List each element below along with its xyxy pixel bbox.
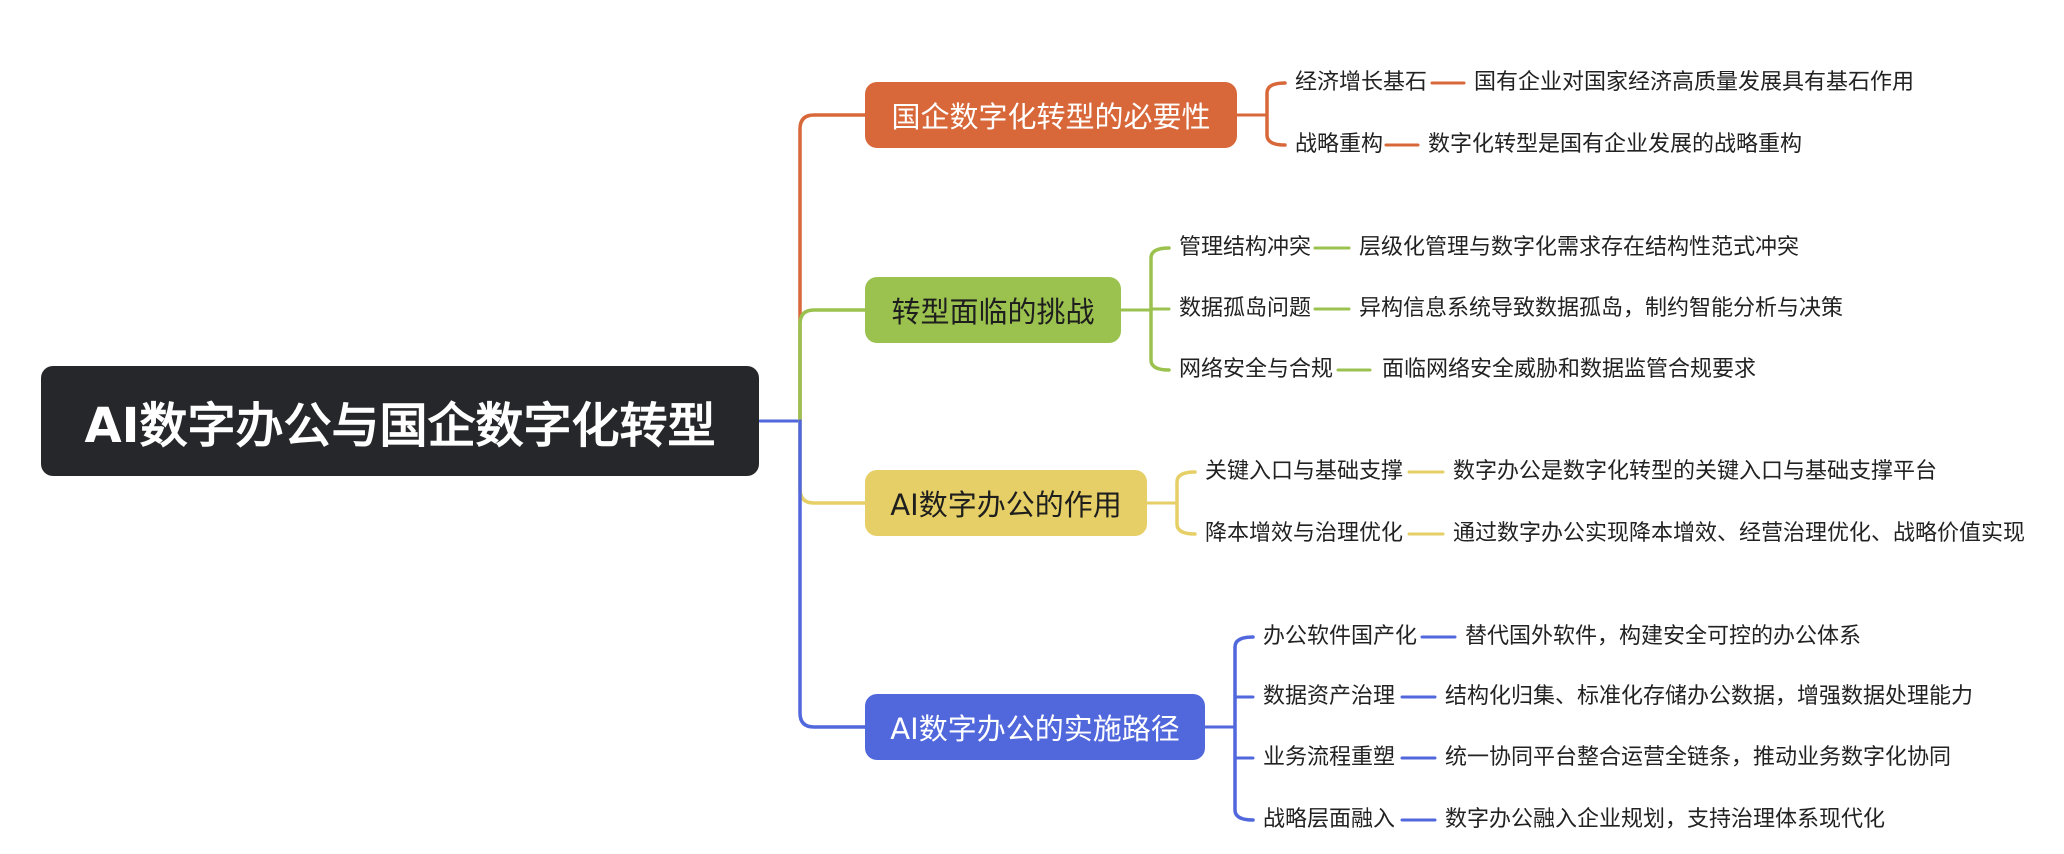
subtopic-4-3[interactable]: 业务流程重塑	[1263, 745, 1396, 770]
branch-topic-3[interactable]: AI数字办公的作用	[865, 470, 1147, 536]
subtopic-2-3[interactable]: 网络安全与合规	[1179, 357, 1334, 382]
subtopic-1-2[interactable]: 战略重构	[1295, 132, 1384, 157]
detail-4-2[interactable]: 结构化归集、标准化存储办公数据，增强数据处理能力	[1445, 684, 1974, 709]
branch-connector-4	[798, 419, 867, 729]
subtopic-4-2[interactable]: 数据资产治理	[1263, 684, 1396, 709]
subtopic-3-2[interactable]: 降本增效与治理优化	[1205, 521, 1404, 546]
sub-bracket-4	[1233, 635, 1255, 822]
branch-connector-2	[798, 308, 867, 423]
detail-1-2[interactable]: 数字化转型是国有企业发展的战略重构	[1428, 132, 1803, 157]
branch-connector-1	[798, 113, 867, 423]
branch-topic-4[interactable]: AI数字办公的实施路径	[865, 694, 1205, 760]
subtopic-3-1[interactable]: 关键入口与基础支撑	[1205, 459, 1404, 484]
sub-bracket-1	[1265, 81, 1287, 147]
subtopic-4-1[interactable]: 办公软件国产化	[1263, 624, 1418, 649]
detail-3-1[interactable]: 数字办公是数字化转型的关键入口与基础支撑平台	[1453, 459, 1938, 484]
branch-topic-1[interactable]: 国企数字化转型的必要性	[865, 82, 1237, 148]
subtopic-4-4[interactable]: 战略层面融入	[1263, 807, 1396, 832]
detail-2-1[interactable]: 层级化管理与数字化需求存在结构性范式冲突	[1359, 235, 1800, 260]
detail-4-1[interactable]: 替代国外软件，构建安全可控的办公体系	[1465, 624, 1862, 649]
branch-topic-2[interactable]: 转型面临的挑战	[865, 277, 1121, 343]
subtopic-2-2[interactable]: 数据孤岛问题	[1179, 296, 1312, 321]
detail-2-2[interactable]: 异构信息系统导致数据孤岛，制约智能分析与决策	[1359, 296, 1844, 321]
detail-3-2[interactable]: 通过数字办公实现降本增效、经营治理优化、战略价值实现	[1453, 521, 2026, 546]
subtopic-1-1[interactable]: 经济增长基石	[1295, 70, 1428, 95]
detail-4-3[interactable]: 统一协同平台整合运营全链条，推动业务数字化协同	[1445, 745, 1952, 770]
sub-bracket-3	[1175, 470, 1197, 536]
branch-connector-3	[798, 419, 867, 505]
root-topic[interactable]: AI数字办公与国企数字化转型	[41, 366, 759, 476]
subtopic-2-1[interactable]: 管理结构冲突	[1179, 235, 1312, 260]
detail-1-1[interactable]: 国有企业对国家经济高质量发展具有基石作用	[1474, 70, 1915, 95]
detail-2-3[interactable]: 面临网络安全威胁和数据监管合规要求	[1382, 357, 1757, 382]
detail-4-4[interactable]: 数字办公融入企业规划，支持治理体系现代化	[1445, 807, 1886, 832]
